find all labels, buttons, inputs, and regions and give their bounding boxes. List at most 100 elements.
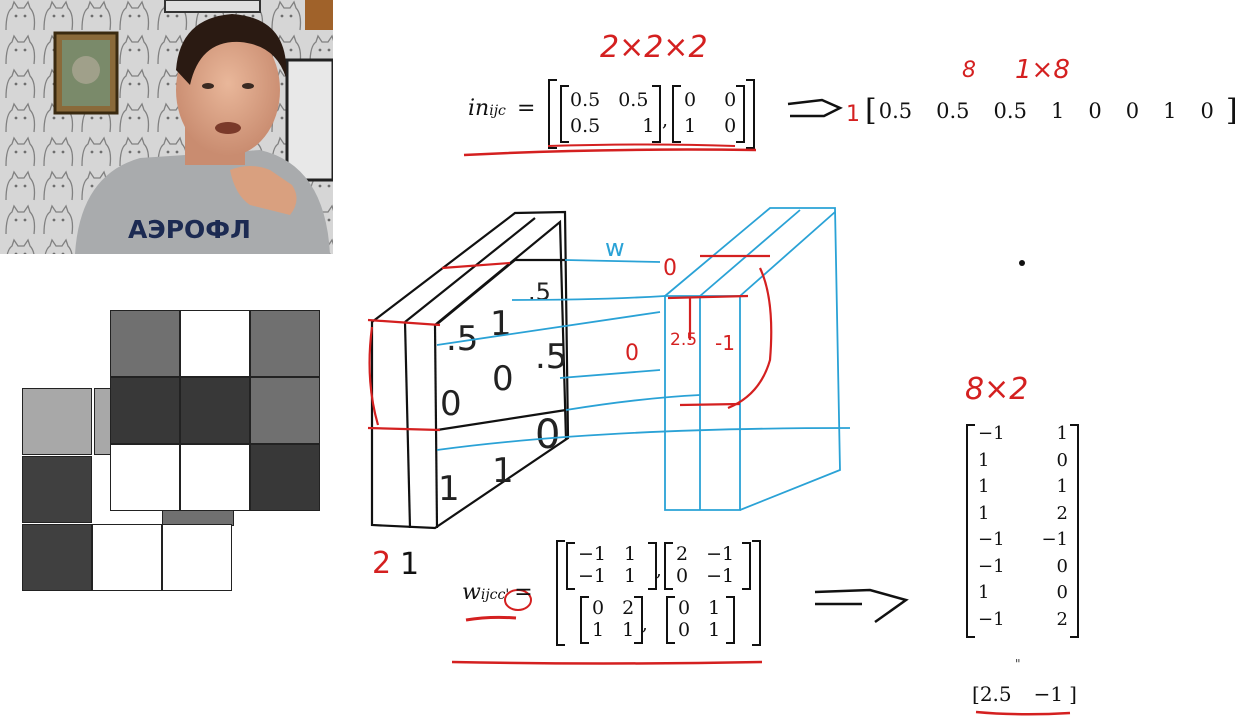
grid-cell xyxy=(110,444,180,511)
cell: 1 xyxy=(642,115,655,137)
grid-cell-back xyxy=(22,456,92,523)
weight-value: -1 xyxy=(715,331,735,355)
cell: −1 xyxy=(978,529,1005,550)
vector-entry: 0.5 xyxy=(993,98,1027,123)
vector-entry: 1 xyxy=(1050,98,1065,123)
cube-value: 0 xyxy=(492,359,514,399)
grid-cell-front xyxy=(22,524,92,591)
cell: 2 xyxy=(1056,502,1068,524)
input-underline-2 xyxy=(547,143,736,147)
cell: 1 xyxy=(708,619,721,641)
cell: −1 xyxy=(978,555,1005,577)
cell: 0 xyxy=(678,619,691,641)
vector-entry: 0 xyxy=(1200,98,1214,123)
result-underline xyxy=(975,710,1071,716)
vector-entry: 0 xyxy=(1125,98,1140,123)
cell: 2 xyxy=(622,597,635,619)
cell: 0 xyxy=(724,89,737,111)
weight-value: 0 xyxy=(663,256,677,281)
shirt-logo-text: АЭРОФЛ xyxy=(128,215,251,244)
cell: 2 xyxy=(1056,608,1068,630)
cell: 1 xyxy=(978,582,990,603)
cell: 1 xyxy=(624,543,637,565)
svg-text:": " xyxy=(1015,657,1021,671)
presenter-video-frame: АЭРОФЛ xyxy=(0,0,333,254)
input-label: inijc = xyxy=(468,96,535,121)
webcam-video: АЭРОФЛ xyxy=(0,0,333,254)
weight-w-label: w xyxy=(605,234,625,262)
weight-symbol: w xyxy=(462,580,481,605)
cell: 0.5 xyxy=(618,89,649,111)
cell: −1 xyxy=(578,565,607,587)
cube-value: 1 xyxy=(438,469,460,509)
cell: 0 xyxy=(676,565,689,587)
flat-note-count: 8 xyxy=(962,58,976,83)
result-entry: −1 xyxy=(1033,682,1064,706)
cell: 0 xyxy=(1056,449,1068,471)
cube-value: .5 xyxy=(535,337,567,377)
cell: 1 xyxy=(592,619,605,641)
reshaped-shape-note: 8×2 xyxy=(965,372,1029,407)
cell: 0.5 xyxy=(570,115,601,137)
flat-note-one: 1 xyxy=(846,102,860,127)
cell: 1 xyxy=(1056,423,1068,444)
grid-cell xyxy=(180,310,250,377)
input-arrow xyxy=(787,98,843,118)
weight-arrow xyxy=(814,588,909,624)
vector-entry: 1 xyxy=(1163,98,1177,123)
grid-cell xyxy=(250,310,320,377)
weight-value: 2.5 xyxy=(670,330,697,350)
weight-box-sketch xyxy=(436,207,851,511)
cell: −1 xyxy=(578,543,607,565)
input-shape-note: 2×2×2 xyxy=(600,30,708,65)
cell: 0 xyxy=(1056,555,1068,577)
depth-note-one: 1 xyxy=(400,547,419,582)
cell: 1 xyxy=(978,449,990,471)
cube-value: 1 xyxy=(490,304,512,344)
vector-entry: 0.5 xyxy=(936,98,970,123)
cube-value: 1 xyxy=(492,451,514,491)
grid-cell xyxy=(110,310,180,377)
grid-cell xyxy=(250,377,320,444)
cell: 1 xyxy=(622,619,635,641)
grid-cell-front xyxy=(162,524,232,591)
weight-value: 0 xyxy=(625,341,639,366)
cell: 0 xyxy=(678,597,691,619)
cell: −1 xyxy=(978,608,1005,630)
cell: 1 xyxy=(684,115,697,137)
cell: 1 xyxy=(624,565,637,587)
cell: 0 xyxy=(1056,582,1068,603)
grid-cell xyxy=(180,377,250,444)
cell: 0 xyxy=(592,597,605,619)
input-underline xyxy=(463,148,757,157)
cell: −1 xyxy=(978,423,1005,444)
flattened-vector: [ 0.5 0.5 0.5 1 0 0 1 0 ] xyxy=(865,93,1238,128)
flat-note-shape: 1×8 xyxy=(1015,55,1070,85)
cell: 0.5 xyxy=(570,89,601,111)
grid-cell xyxy=(110,377,180,444)
cell: 0 xyxy=(684,89,697,111)
cube-value: .5 xyxy=(528,278,551,306)
pixel-grid-illustration xyxy=(22,310,322,594)
result-vector: [ 2.5 −1 ] xyxy=(972,682,1077,706)
cell: −1 xyxy=(706,565,735,587)
vector-entry: 0 xyxy=(1088,98,1102,123)
weight-equals: = xyxy=(514,580,533,605)
vector-entry: 0.5 xyxy=(878,98,913,123)
weight-subscript: ijcc' xyxy=(480,587,510,603)
grid-cell-back xyxy=(22,388,92,455)
input-matrix-b: 0 0 1 0 xyxy=(684,87,736,139)
cell: 0 xyxy=(724,115,737,137)
cell: 1 xyxy=(708,597,721,619)
input-symbol: in xyxy=(468,96,490,121)
cell: 2 xyxy=(676,543,689,565)
weight-underline xyxy=(451,660,763,665)
result-entry: 2.5 xyxy=(979,682,1012,706)
cell: −1 xyxy=(706,543,735,565)
